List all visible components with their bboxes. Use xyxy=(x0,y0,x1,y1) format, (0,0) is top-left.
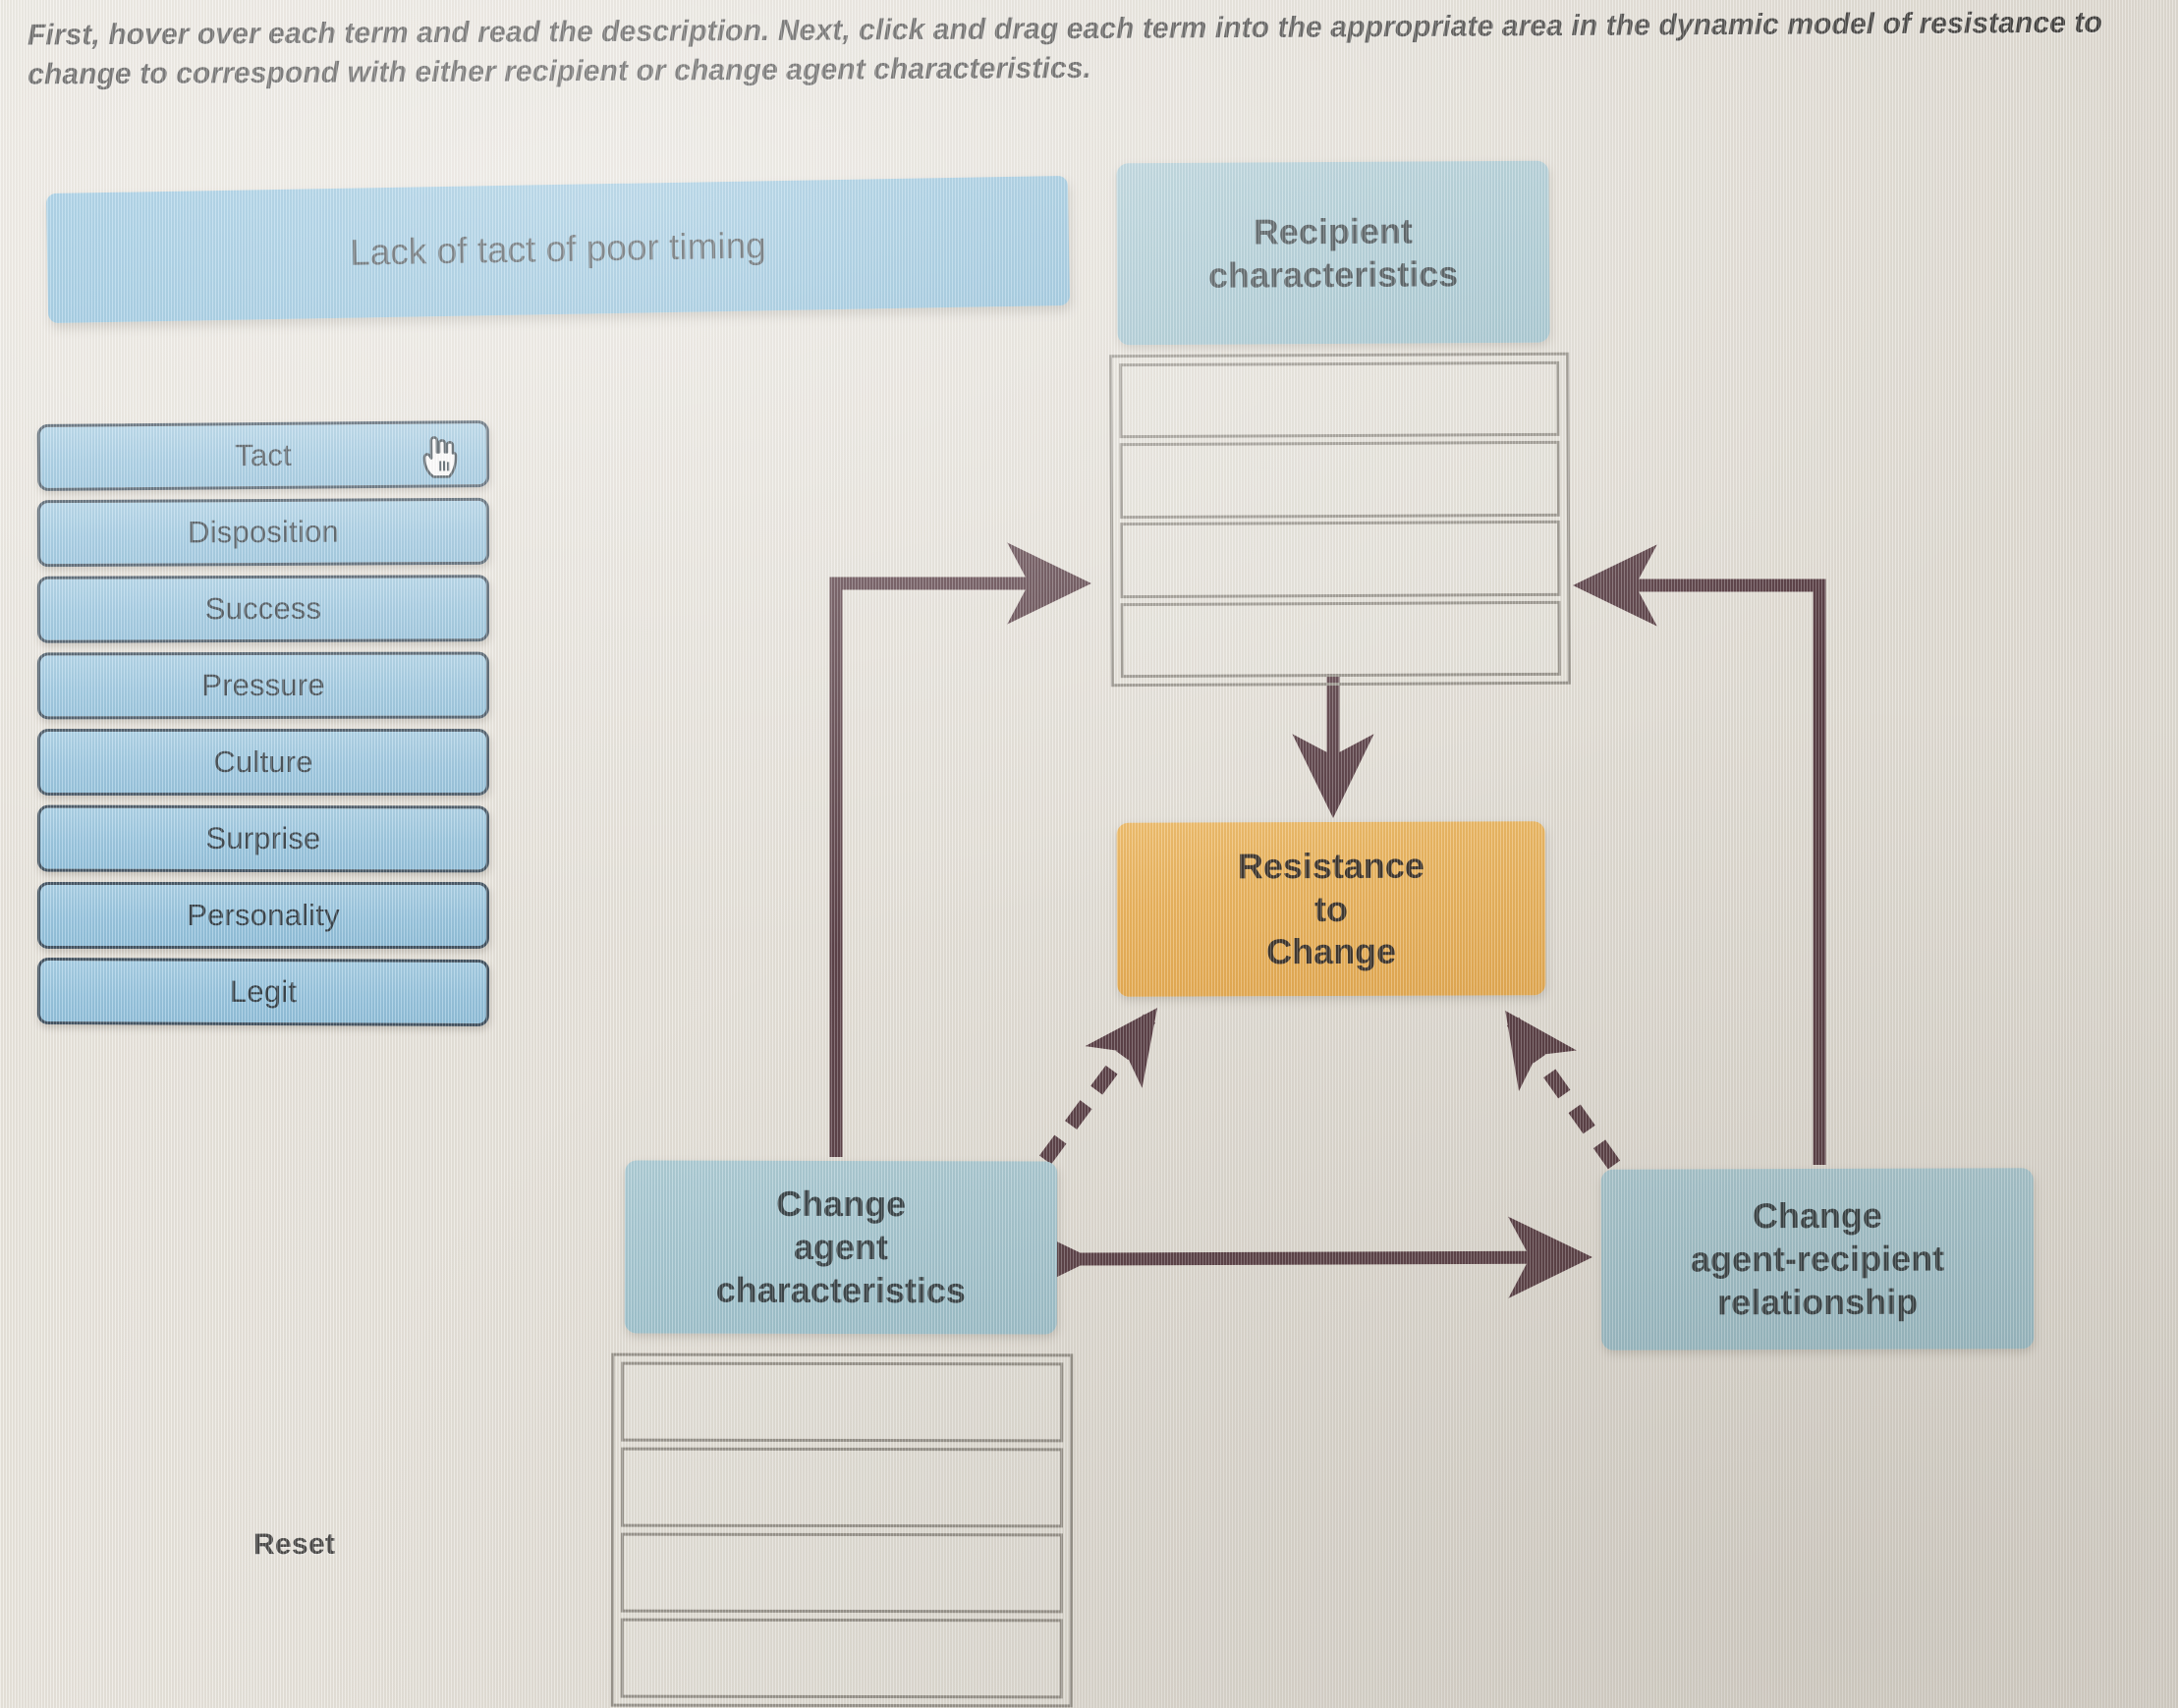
node-recipient-characteristics: Recipient characteristics xyxy=(1116,160,1550,346)
term-button-success[interactable]: Success xyxy=(36,575,490,643)
node-change-agent-characteristics: Change agent characteristics xyxy=(624,1160,1058,1335)
term-button-surprise[interactable]: Surprise xyxy=(36,804,490,873)
reset-button[interactable]: Reset xyxy=(252,1527,336,1562)
term-label: Disposition xyxy=(187,514,339,550)
dragged-term-card[interactable]: Lack of tact of poor timing xyxy=(45,175,1071,324)
node-resistance-to-change: Resistance to Change xyxy=(1116,821,1546,997)
dropzone-slot[interactable] xyxy=(620,1618,1063,1699)
node-relationship-label: Change agent-recipient relationship xyxy=(1690,1194,1945,1323)
term-label: Success xyxy=(204,590,322,627)
term-label: Legit xyxy=(229,973,298,1010)
term-label: Surprise xyxy=(205,820,321,856)
node-change-agent-label: Change agent characteristics xyxy=(715,1183,967,1311)
dropzone-slot[interactable] xyxy=(1120,600,1561,679)
dropzone-recipient-characteristics[interactable] xyxy=(1109,352,1571,688)
node-change-agent-recipient-relationship: Change agent-recipient relationship xyxy=(1600,1168,2035,1350)
dragged-term-label: Lack of tact of poor timing xyxy=(349,225,767,273)
term-label: Personality xyxy=(187,898,340,932)
dropzone-slot[interactable] xyxy=(620,1532,1063,1614)
dropzone-change-agent-characteristics[interactable] xyxy=(610,1352,1074,1708)
dropzone-slot[interactable] xyxy=(1119,360,1560,439)
instructions-text: First, hover over each term and read the… xyxy=(27,6,2103,91)
term-button-legit[interactable]: Legit xyxy=(36,957,490,1027)
dropzone-slot[interactable] xyxy=(621,1447,1064,1528)
dropzone-slot[interactable] xyxy=(621,1361,1064,1443)
term-label: Pressure xyxy=(201,667,325,703)
term-button-personality[interactable]: Personality xyxy=(37,882,489,949)
node-recipient-label: Recipient characteristics xyxy=(1207,210,1459,296)
pointing-hand-cursor xyxy=(422,436,458,478)
term-button-tact[interactable]: Tact xyxy=(36,419,490,492)
term-bank: Tact Disposition Success Pressure Cultur… xyxy=(36,419,490,1035)
term-label: Tact xyxy=(235,437,292,473)
term-label: Culture xyxy=(213,744,313,779)
node-resistance-label: Resistance to Change xyxy=(1237,845,1424,972)
term-button-culture[interactable]: Culture xyxy=(37,729,489,796)
dropzone-slot[interactable] xyxy=(1120,521,1561,598)
dropzone-slot[interactable] xyxy=(1119,441,1560,519)
term-button-disposition[interactable]: Disposition xyxy=(36,497,490,568)
term-button-pressure[interactable]: Pressure xyxy=(36,651,490,720)
